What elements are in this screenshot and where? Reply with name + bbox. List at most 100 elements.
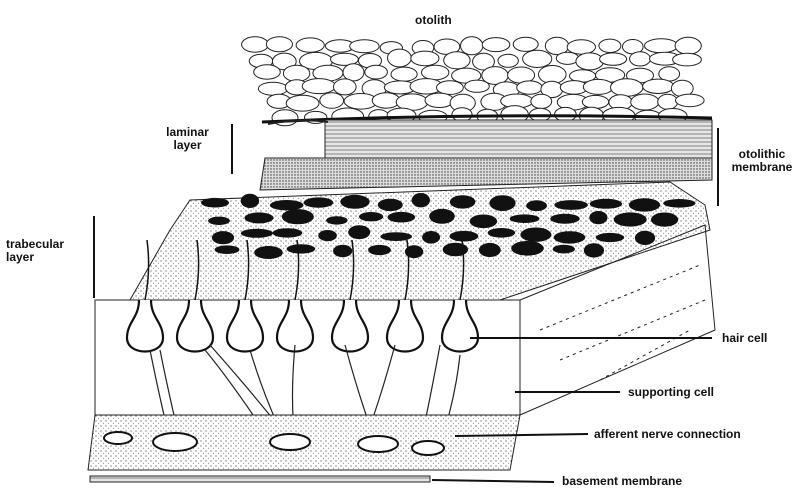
trabecular-space <box>254 246 283 259</box>
trabecular-space <box>526 200 547 211</box>
trabecular-space <box>590 199 622 209</box>
otolith-crystal <box>556 52 578 64</box>
trabecular-space <box>450 231 479 242</box>
otolith-crystal <box>444 52 470 69</box>
otolith-crystal <box>296 38 324 52</box>
otolith-crystal <box>286 95 319 111</box>
supporting-cell-label: supporting cell <box>628 386 714 399</box>
otolith-crystal <box>365 65 388 79</box>
trabecular-space <box>510 214 540 223</box>
otolith-crystal <box>517 81 543 94</box>
trabecular-space <box>554 200 588 210</box>
otolith-crystal <box>599 39 621 52</box>
trabecular-space <box>520 228 551 242</box>
otolith-crystal <box>422 65 449 80</box>
otolith-crystal <box>643 79 674 93</box>
otolith-crystal <box>302 79 335 94</box>
otolith-crystal <box>343 64 364 81</box>
trabecular-space <box>553 245 575 254</box>
trabecular-space <box>489 195 515 211</box>
otolith-crystal <box>523 50 552 67</box>
trabecular-space <box>554 231 586 243</box>
otolith-crystal <box>461 37 483 55</box>
trabecular-space <box>326 216 347 224</box>
trabecular-space <box>488 228 516 238</box>
basement-membrane <box>88 415 520 482</box>
otolith-crystal <box>630 52 651 66</box>
trabecular-space <box>359 212 383 221</box>
otolith-crystal <box>645 39 678 53</box>
otolith-crystal <box>411 51 439 66</box>
otolith-crystal <box>334 79 357 95</box>
otolith-crystal <box>482 38 510 52</box>
trabecular-space <box>304 197 334 207</box>
otolith-crystal <box>372 93 400 108</box>
trabecular-layer <box>130 182 710 300</box>
trabecular-space <box>318 230 337 241</box>
otolith-crystal <box>582 95 608 108</box>
trabecular-space <box>635 231 655 245</box>
otolith-crystal <box>658 94 678 109</box>
trabecular-space <box>208 217 230 225</box>
otolithic-membrane-label: otolithic membrane <box>727 148 797 174</box>
trabecular-space <box>629 198 660 211</box>
trabecular-space <box>212 231 234 244</box>
trabecular-space <box>429 209 455 224</box>
otolith-label: otolith <box>415 14 452 27</box>
trabecular-space <box>215 245 240 254</box>
trabecular-space <box>388 212 416 223</box>
trabecular-space <box>378 199 403 211</box>
trabecular-space <box>479 243 501 257</box>
otolith-crystal <box>600 53 627 65</box>
trabecular-space <box>589 211 607 224</box>
trabecular-space <box>584 243 604 257</box>
trabecular-space <box>614 212 647 226</box>
otolith-crystal <box>425 93 454 107</box>
trabecular-space <box>380 232 412 241</box>
trabecular-space <box>443 243 468 256</box>
otolith-crystal <box>254 65 281 79</box>
trabecular-space <box>241 229 273 238</box>
trabecular-space <box>412 193 430 207</box>
otolith-crystal <box>576 53 604 70</box>
otolith-crystal <box>320 93 344 109</box>
trabecular-space <box>273 228 303 237</box>
trabecular-space <box>450 195 476 208</box>
otolith-crystal <box>258 82 287 95</box>
otolith-crystal <box>388 49 412 67</box>
otolith-crystal <box>567 40 595 54</box>
trabecular-space <box>550 214 579 224</box>
otolith-crystal <box>437 81 464 95</box>
trabecular-space <box>596 233 624 242</box>
otolith-crystal <box>531 94 552 108</box>
trabecular-space <box>511 241 544 256</box>
otolith-crystal <box>350 40 379 53</box>
otolith-crystal <box>676 94 705 107</box>
otolith-crystal <box>675 37 701 54</box>
basement-membrane-label: basement membrane <box>562 475 682 488</box>
trabecular-space <box>270 200 304 210</box>
hair-cell-label: hair cell <box>722 332 767 345</box>
otolith-crystal <box>513 37 538 51</box>
trabecular-space <box>340 195 369 209</box>
otolith-crystal <box>673 53 702 66</box>
otolithic-membrane <box>260 120 712 190</box>
otolith-crystal <box>465 80 490 92</box>
trabecular-layer-label: trabecular layer <box>6 238 76 264</box>
otolith-crystal <box>631 94 659 110</box>
trabecular-space <box>368 245 391 255</box>
otolith-crystals <box>242 37 712 126</box>
otolith-crystal <box>498 54 518 67</box>
trabecular-space <box>201 198 229 208</box>
afferent-nerve-connection-label: afferent nerve connection <box>594 428 741 441</box>
otolith-crystal <box>452 108 472 121</box>
trabecular-space <box>282 209 314 224</box>
trabecular-space <box>422 231 440 244</box>
otolith-crystal <box>283 65 309 81</box>
trabecular-space <box>287 244 316 253</box>
trabecular-space <box>663 199 695 208</box>
otolith-crystal <box>266 37 292 52</box>
otolith-crystal <box>583 79 613 94</box>
trabecular-space <box>241 194 259 208</box>
